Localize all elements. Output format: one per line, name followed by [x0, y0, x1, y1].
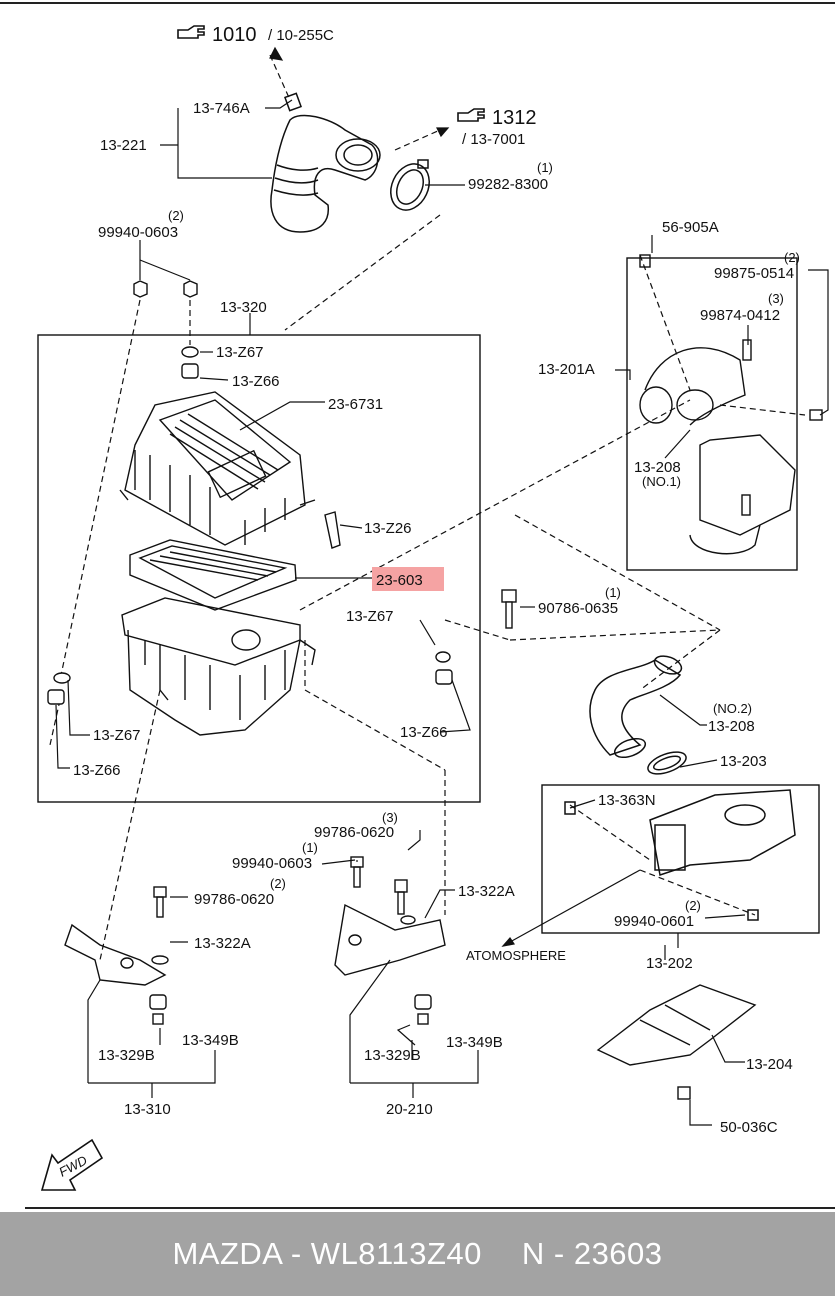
hose-clamp-drawing[interactable] — [384, 158, 437, 217]
under-cover-drawing[interactable] — [596, 984, 757, 1100]
label-13-221[interactable]: 13-221 — [100, 137, 147, 154]
label-13-Z26[interactable]: 13-Z26 — [364, 520, 412, 537]
label-13-201A[interactable]: 13-201A — [538, 361, 595, 378]
label-13-363N[interactable]: 13-363N — [598, 792, 656, 809]
brand-part-number: MAZDA - WL8113Z40 — [172, 1236, 482, 1271]
qty-99786-top: (3) — [382, 810, 398, 825]
bolt-drawing — [501, 589, 517, 629]
air-filter-element-drawing[interactable] — [129, 539, 297, 611]
label-13-Z67-top[interactable]: 13-Z67 — [216, 344, 264, 361]
label-no2: (NO.2) — [713, 701, 752, 716]
label-13-204[interactable]: 13-204 — [746, 1056, 793, 1073]
pointing-hand-icon — [177, 25, 205, 39]
clip-drawing[interactable] — [324, 511, 341, 549]
fresh-air-duct-drawing[interactable] — [564, 789, 796, 921]
label-13-Z66-left[interactable]: 13-Z66 — [73, 762, 121, 779]
fig-ref-1010[interactable]: 1010 / 10-255C — [177, 24, 334, 46]
label-13-349B-left[interactable]: 13-349B — [182, 1032, 239, 1049]
parts-diagram: 1010 / 10-255C 1312 / 13-7001 — [0, 2, 835, 1209]
ref-1312: 1312 — [492, 107, 537, 129]
label-99940-0603-mid[interactable]: 99940-0603 — [232, 855, 312, 872]
nut-drawing — [133, 280, 198, 298]
resonator-drawing[interactable] — [639, 254, 823, 555]
label-13-329B-left[interactable]: 13-329B — [98, 1047, 155, 1064]
label-no1: (NO.1) — [642, 474, 681, 489]
label-13-320[interactable]: 13-320 — [220, 299, 267, 316]
label-13-202[interactable]: 13-202 — [646, 955, 693, 972]
label-13-Z67-right[interactable]: 13-Z67 — [346, 608, 394, 625]
ref-13-7001: / 13-7001 — [462, 131, 525, 148]
label-13-322A-left[interactable]: 13-322A — [194, 935, 251, 952]
label-23-603-highlighted[interactable]: 23-603 — [376, 572, 423, 589]
label-50-036C[interactable]: 50-036C — [720, 1119, 778, 1136]
qty-99786-left: (2) — [270, 876, 286, 891]
label-13-Z66-top[interactable]: 13-Z66 — [232, 373, 280, 390]
label-99786-0620-left[interactable]: 99786-0620 — [194, 891, 274, 908]
label-13-349B-right[interactable]: 13-349B — [446, 1034, 503, 1051]
label-99875-0514[interactable]: 99875-0514 — [714, 265, 794, 282]
qty-99940-top: (2) — [168, 208, 184, 223]
oem-part-number: N - 23603 — [521, 1236, 663, 1271]
air-cleaner-group-box — [37, 334, 481, 803]
label-13-746A[interactable]: 13-746A — [193, 100, 250, 117]
label-13-203[interactable]: 13-203 — [720, 753, 767, 770]
part-labels: 13-746A 13-221 (1) 99282-8300 (2) 99940-… — [73, 100, 800, 1136]
label-13-329B-right[interactable]: 13-329B — [364, 1047, 421, 1064]
label-99940-0601[interactable]: 99940-0601 — [614, 913, 694, 930]
air-cleaner-case-drawing[interactable] — [121, 597, 316, 736]
qty-99940-mid: (1) — [302, 840, 318, 855]
label-13-208-no1[interactable]: 13-208 — [634, 459, 681, 476]
label-23-6731[interactable]: 23-6731 — [328, 396, 383, 413]
label-90786-0635[interactable]: 90786-0635 — [538, 600, 618, 617]
qty-99282: (1) — [537, 160, 553, 175]
label-99786-0620-top[interactable]: 99786-0620 — [314, 824, 394, 841]
label-99940-0603-top[interactable]: 99940-0603 — [98, 224, 178, 241]
ref-10-255C: / 10-255C — [268, 27, 334, 44]
qty-99874: (3) — [768, 291, 784, 306]
seal-ring-drawing[interactable] — [645, 748, 689, 779]
label-13-322A-right[interactable]: 13-322A — [458, 883, 515, 900]
label-99874-0412[interactable]: 99874-0412 — [700, 307, 780, 324]
pointing-hand-icon — [457, 108, 485, 122]
resonator-group-box — [626, 257, 798, 571]
air-cleaner-cover-drawing[interactable] — [119, 391, 316, 546]
qty-90786: (1) — [605, 585, 621, 600]
label-13-208-no2[interactable]: 13-208 — [708, 718, 755, 735]
label-13-310[interactable]: 13-310 — [124, 1101, 171, 1118]
grommet-drawing — [47, 346, 453, 705]
label-atmosphere: ATOMOSPHERE — [466, 948, 566, 963]
part-number-footer: MAZDA - WL8113Z40 N - 23603 — [0, 1212, 835, 1296]
fig-ref-1312[interactable]: 1312 / 13-7001 — [457, 107, 537, 148]
label-56-905A[interactable]: 56-905A — [662, 219, 719, 236]
bracket-right-drawing[interactable] — [334, 856, 446, 1025]
label-13-Z67-left[interactable]: 13-Z67 — [93, 727, 141, 744]
air-hose-no2-drawing[interactable] — [589, 653, 684, 761]
qty-99875: (2) — [784, 250, 800, 265]
label-20-210[interactable]: 20-210 — [386, 1101, 433, 1118]
label-13-Z66-right[interactable]: 13-Z66 — [400, 724, 448, 741]
ref-1010: 1010 — [212, 24, 257, 46]
fresh-air-duct-box — [541, 784, 820, 934]
bracket-left-drawing[interactable] — [64, 886, 169, 1025]
label-99282-8300[interactable]: 99282-8300 — [468, 176, 548, 193]
highlight-box — [372, 567, 444, 591]
qty-99940-0601: (2) — [685, 898, 701, 913]
fwd-arrow-icon: FWD — [40, 1138, 104, 1191]
intake-hose-drawing[interactable] — [270, 92, 381, 233]
